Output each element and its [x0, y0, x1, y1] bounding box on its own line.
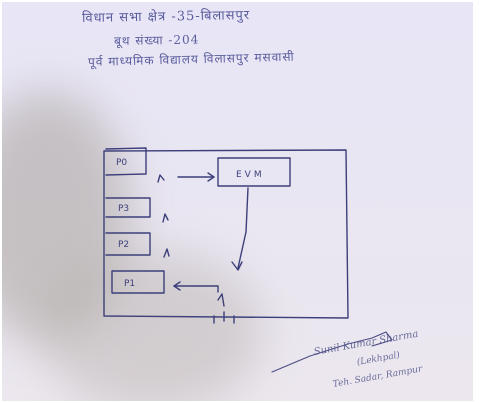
room-p0-box [105, 147, 147, 176]
room-p0-label: P0 [116, 158, 127, 168]
shadow-lower [42, 252, 262, 401]
room-p2-label: P2 [118, 240, 129, 250]
entrance-marks [213, 311, 235, 324]
room-p2-box [105, 232, 151, 256]
aisle-arrow-3 [163, 248, 170, 258]
gate-arrow [217, 293, 225, 307]
room-p3-label: P3 [118, 204, 129, 214]
evm-label: EVM [236, 170, 265, 180]
signature-flourish [271, 331, 393, 373]
room-p1-label: P1 [124, 279, 135, 289]
evm-box [217, 157, 291, 187]
aisle-arrow-1 [157, 174, 165, 183]
arrow-to-p1 [173, 285, 219, 293]
outer-room-outline [103, 149, 349, 319]
room-p3-box [105, 197, 151, 218]
aisle-arrow-2 [162, 213, 169, 223]
evm-path-down [237, 187, 249, 269]
room-p1-box [111, 270, 165, 294]
